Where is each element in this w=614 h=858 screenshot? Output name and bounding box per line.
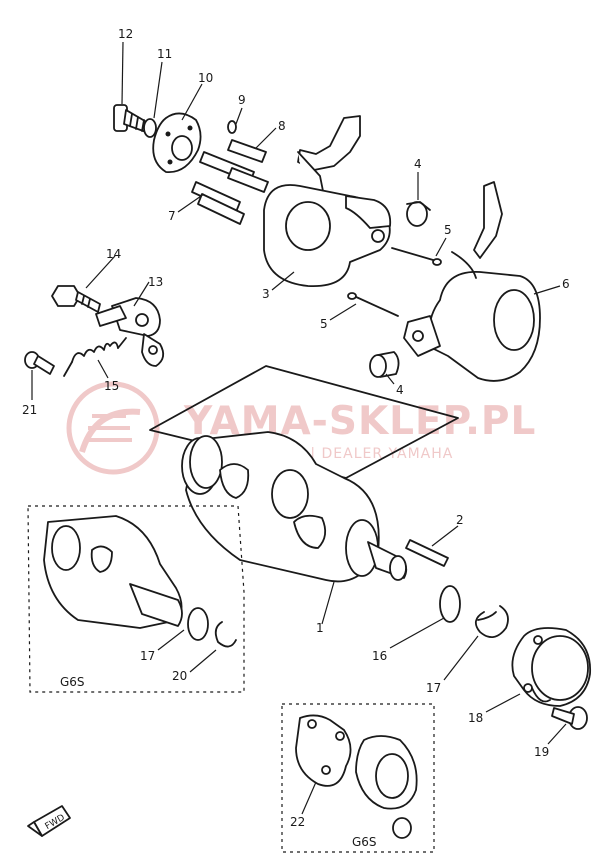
callout-5-upper: 5 — [444, 223, 452, 237]
callout-20: 20 — [172, 669, 187, 683]
callout-22: 22 — [290, 815, 305, 829]
callout-7: 7 — [168, 209, 176, 223]
part-15-spring — [63, 337, 127, 377]
part-5-cotter-pin-lower — [347, 292, 399, 317]
part-8-pins — [199, 139, 269, 193]
callout-18: 18 — [468, 711, 483, 725]
part-11-washer — [143, 118, 157, 138]
callout-4-lower: 4 — [396, 383, 404, 397]
callout-17-main: 17 — [426, 681, 441, 695]
part-4-guide-roller-upper — [406, 201, 431, 227]
part-14-bolt — [51, 285, 101, 313]
callout-16: 16 — [372, 649, 387, 663]
part-6-shift-fork — [403, 181, 541, 382]
callout-11: 11 — [157, 47, 172, 61]
inset-bottom-variant: G6S — [281, 703, 435, 853]
callout-19: 19 — [534, 745, 549, 759]
part-17-circlip — [474, 605, 509, 638]
callout-6: 6 — [562, 277, 570, 291]
part-16-washer — [439, 585, 461, 623]
callout-10: 10 — [198, 71, 213, 85]
leader-lines — [31, 41, 567, 815]
part-19-screw — [551, 706, 588, 730]
callouts: 12 11 10 9 8 7 4 5 3 6 5 4 14 13 15 21 2… — [22, 27, 570, 829]
callout-8: 8 — [278, 119, 286, 133]
callout-5-lower: 5 — [320, 317, 328, 331]
callout-15: 15 — [104, 379, 119, 393]
inset-bottom-label: G6S — [352, 835, 377, 849]
part-4-guide-roller-lower — [369, 351, 400, 378]
part-10-stopper-plate — [152, 112, 202, 173]
part-3-shift-fork — [263, 115, 392, 287]
callout-12: 12 — [118, 27, 133, 41]
callout-2: 2 — [456, 513, 464, 527]
callout-21: 21 — [22, 403, 37, 417]
part-1-shift-drum — [181, 431, 408, 583]
part-2-pin — [405, 539, 449, 567]
callout-4-upper: 4 — [414, 157, 422, 171]
fwd-arrow-icon: FWD — [27, 805, 71, 837]
callout-17-inset: 17 — [140, 649, 155, 663]
part-5-cotter-pin-upper — [391, 247, 442, 266]
part-21-screw — [24, 351, 55, 375]
watermark-logo — [66, 381, 160, 475]
part-13-stopper-lever — [95, 297, 165, 367]
inset-left-variant: G6S — [27, 505, 245, 693]
part-18-cover — [511, 627, 591, 707]
callout-3: 3 — [262, 287, 270, 301]
callout-14: 14 — [106, 247, 121, 261]
part-9-pin-small — [227, 120, 237, 134]
inset-left-label: G6S — [60, 675, 85, 689]
part-22-gasket — [295, 714, 352, 787]
callout-13: 13 — [148, 275, 163, 289]
callout-1: 1 — [316, 621, 324, 635]
callout-9: 9 — [238, 93, 246, 107]
part-7-pins — [191, 181, 245, 225]
